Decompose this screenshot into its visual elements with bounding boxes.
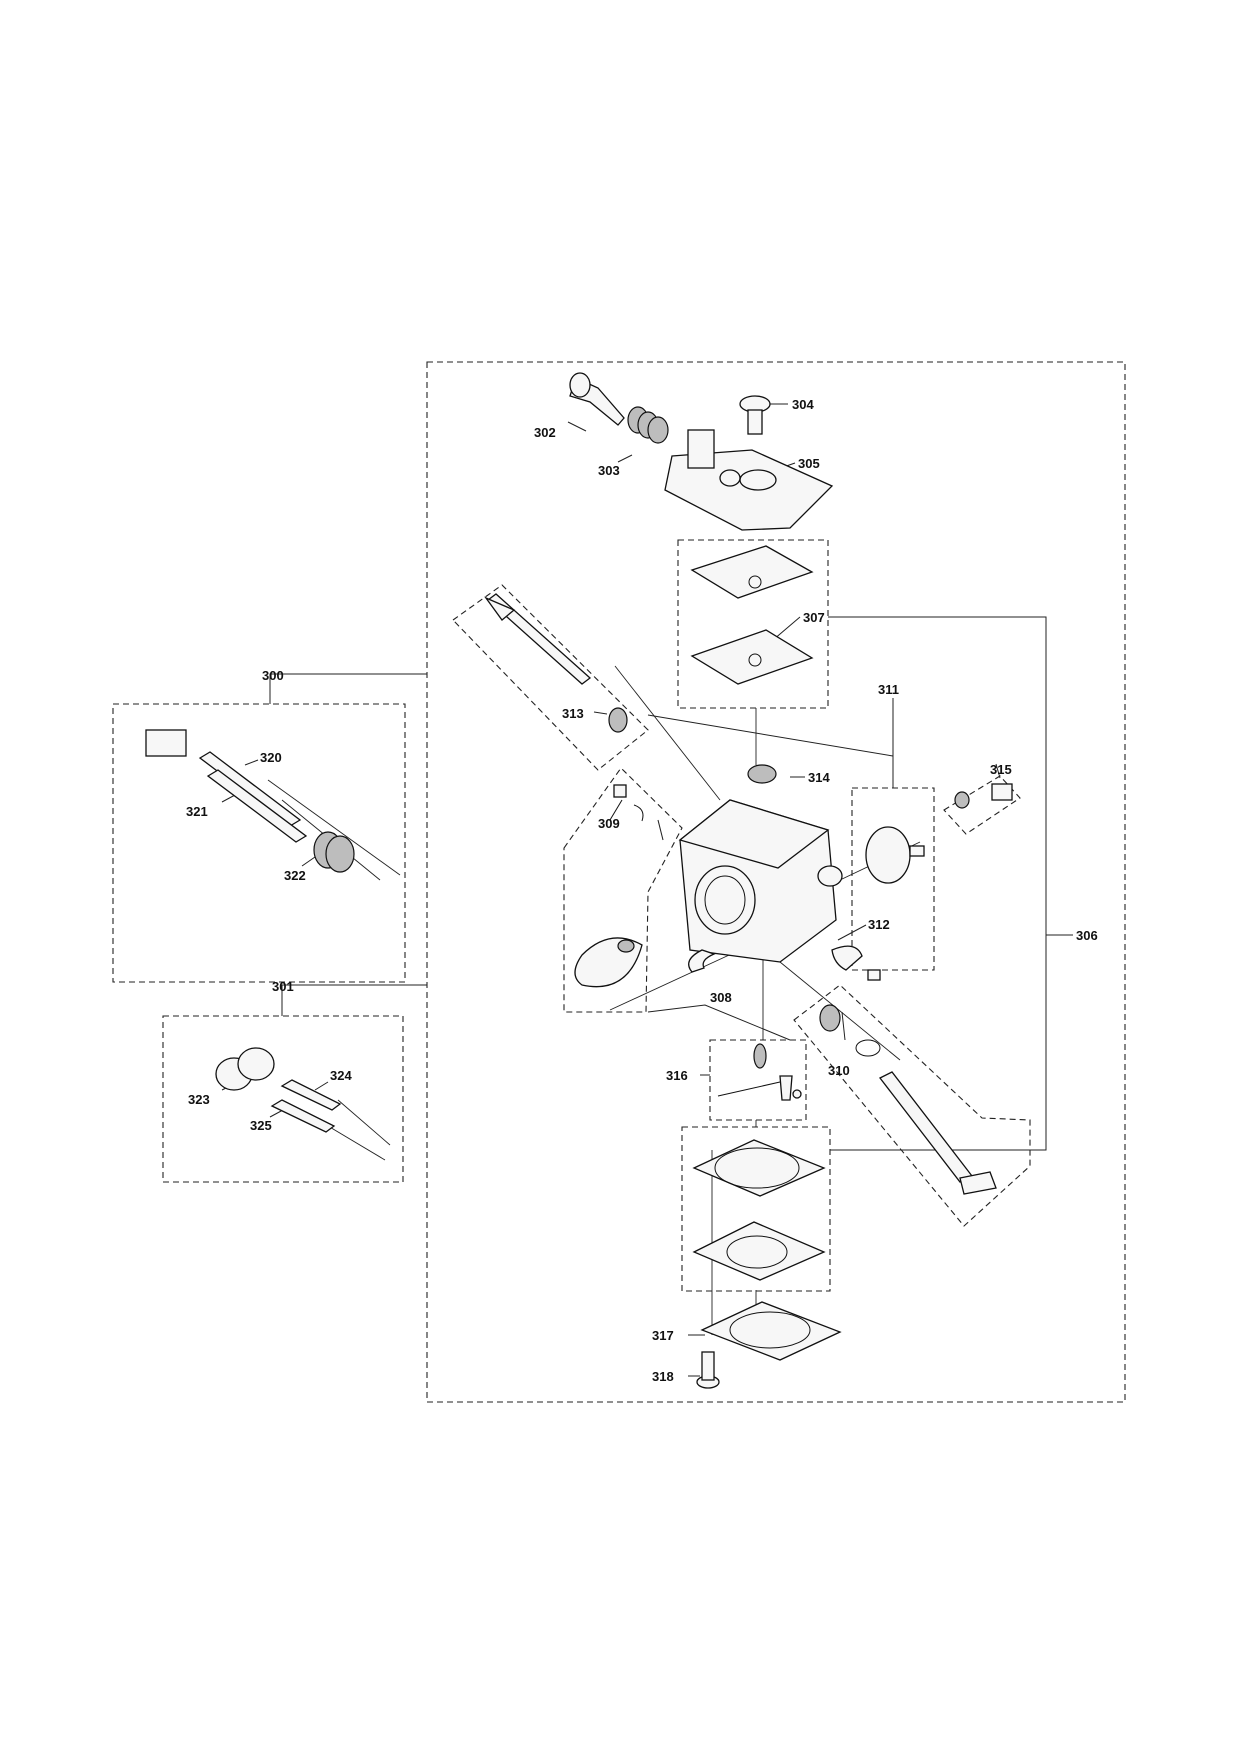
choke-shaft-313 — [484, 593, 628, 733]
label-300: 300 — [262, 668, 284, 683]
filter-screen-314 — [747, 764, 777, 784]
throttle-shaft-box — [793, 984, 1031, 1227]
label-311: 311 — [878, 682, 899, 697]
throttle-plate-308 — [574, 937, 643, 988]
choke-shaft-box — [452, 584, 649, 771]
throttle-shaft-310 — [819, 1004, 997, 1195]
kit-300-parts — [145, 729, 355, 873]
diaphragm-group — [692, 1139, 826, 1281]
label-321: 321 — [186, 804, 208, 819]
gasket-307-box — [677, 539, 829, 709]
label-317: 317 — [652, 1328, 674, 1343]
label-315: 315 — [990, 762, 1012, 777]
screw-304 — [739, 395, 771, 435]
kit-301-box — [162, 1015, 404, 1183]
label-324: 324 — [330, 1068, 352, 1083]
label-305: 305 — [798, 456, 820, 471]
leader-lines — [221, 403, 1073, 1377]
cover-317 — [700, 1301, 842, 1361]
label-325: 325 — [250, 1118, 272, 1133]
label-301: 301 — [272, 979, 294, 994]
group-316-box — [709, 1039, 807, 1121]
label-323: 323 — [188, 1092, 210, 1107]
label-310: 310 — [828, 1063, 850, 1078]
needle-valve-316 — [717, 1043, 802, 1101]
part-labels: 300 301 302 303 304 305 306 307 308 309 … — [186, 397, 1098, 1384]
label-312: 312 — [868, 917, 890, 932]
group-315-box — [943, 775, 1021, 835]
kit-301-parts — [215, 1047, 342, 1133]
screw-clip-309 — [609, 784, 644, 822]
label-309: 309 — [598, 816, 620, 831]
choke-plate-311 — [865, 826, 925, 884]
cover-305 — [664, 429, 834, 531]
label-307: 307 — [803, 610, 825, 625]
label-314: 314 — [808, 770, 830, 785]
label-313: 313 — [562, 706, 584, 721]
label-303: 303 — [598, 463, 620, 478]
screw-318 — [696, 1351, 720, 1389]
label-302: 302 — [534, 425, 556, 440]
label-316: 316 — [666, 1068, 688, 1083]
label-318: 318 — [652, 1369, 674, 1384]
plug-315 — [954, 783, 1013, 809]
lever-312 — [831, 945, 881, 981]
label-304: 304 — [792, 397, 814, 412]
label-322: 322 — [284, 868, 306, 883]
label-306: 306 — [1076, 928, 1098, 943]
adjustment-screw-302 — [569, 372, 625, 426]
spring-303 — [627, 406, 669, 444]
label-320: 320 — [260, 750, 282, 765]
carburetor-body — [678, 799, 843, 973]
main-assembly-box — [426, 361, 1126, 1403]
kit-300-box — [112, 703, 406, 983]
label-308: 308 — [710, 990, 732, 1005]
gasket-307 — [690, 545, 814, 685]
